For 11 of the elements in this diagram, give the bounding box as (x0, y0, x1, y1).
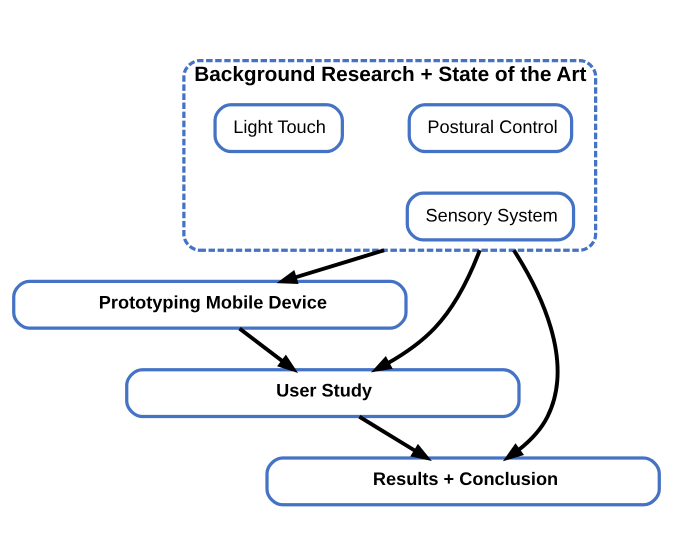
node-box: User Study (125, 368, 521, 418)
node-box: Results + Conclusion (265, 456, 661, 506)
arrow (358, 415, 432, 462)
arrow (238, 327, 298, 373)
node-box: Postural Control (408, 103, 574, 154)
node-box: Light Touch (213, 103, 344, 154)
node-box: Prototyping Mobile Device (12, 280, 408, 330)
arrow (370, 250, 482, 372)
arrow (276, 248, 385, 284)
node-box: Sensory System (406, 191, 576, 242)
arrow (502, 249, 560, 462)
